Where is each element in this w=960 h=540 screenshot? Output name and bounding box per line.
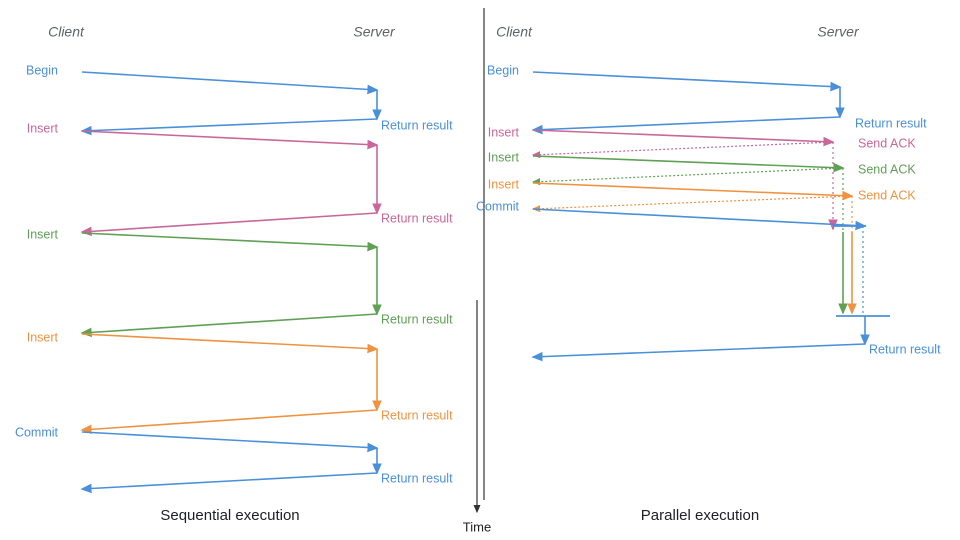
right-request-insert-3: [532, 182, 854, 201]
right-server-label-commit: Return result: [869, 342, 941, 356]
request-arrow-insert-2: [81, 232, 379, 252]
request-arrow-insert-1: [81, 130, 379, 150]
right-client-label-begin: Begin: [487, 63, 519, 77]
left-client-label-insert-1: Insert: [27, 121, 59, 135]
left-client-label-begin: Begin: [26, 63, 58, 77]
right-server-lane-title: Server: [817, 24, 860, 40]
right-ack-insert-2: [531, 167, 844, 186]
right-client-label-insert-1: Insert: [488, 125, 520, 139]
time-axis-label: Time: [463, 519, 491, 534]
right-panel-arrows: [531, 71, 890, 362]
right-request-insert-1: [532, 129, 835, 147]
right-server-label-insert-3: Send ACK: [858, 188, 916, 202]
right-client-label-insert-3: Insert: [488, 177, 520, 191]
request-arrow-begin: [81, 71, 379, 95]
request-arrow-commit: [81, 431, 379, 453]
right-client-lane-title: Client: [496, 24, 533, 40]
left-server-label-insert-2: Return result: [381, 312, 453, 326]
left-client-lane-title: Client: [48, 24, 85, 40]
right-client-label-insert-2: Insert: [488, 150, 520, 164]
left-server-label-insert-3: Return result: [381, 408, 453, 422]
reply-arrow-commit: [80, 472, 378, 494]
reply-arrow-insert-2: [80, 313, 378, 338]
left-panel-caption: Sequential execution: [160, 507, 299, 524]
left-server-label-insert-1: Return result: [381, 211, 453, 225]
reply-arrow-insert-3: [80, 409, 378, 435]
right-begin-reply: [531, 116, 841, 135]
request-arrow-insert-3: [81, 333, 379, 354]
right-ack-insert-3: [531, 195, 853, 213]
right-server-label-insert-1: Send ACK: [858, 136, 916, 150]
right-request-insert-2: [532, 155, 845, 173]
left-client-label-insert-2: Insert: [27, 227, 59, 241]
left-client-label-insert-3: Insert: [27, 330, 59, 344]
right-server-label-insert-2: Send ACK: [858, 162, 916, 176]
right-server-label-begin: Return result: [855, 116, 927, 130]
left-server-lane-title: Server: [353, 24, 396, 40]
left-panel-arrows: [80, 71, 382, 494]
right-begin-request: [532, 71, 842, 92]
right-commit-request: [532, 208, 867, 231]
left-client-label-commit: Commit: [15, 425, 59, 439]
right-commit-reply: [531, 343, 866, 362]
left-server-label-begin: Return result: [381, 118, 453, 132]
left-server-label-commit: Return result: [381, 471, 453, 485]
reply-arrow-insert-1: [80, 212, 378, 237]
reply-arrow-begin: [80, 118, 378, 136]
right-ack-insert-1: [531, 141, 834, 159]
right-client-label-commit: Commit: [476, 199, 520, 213]
right-panel-caption: Parallel execution: [641, 507, 759, 524]
